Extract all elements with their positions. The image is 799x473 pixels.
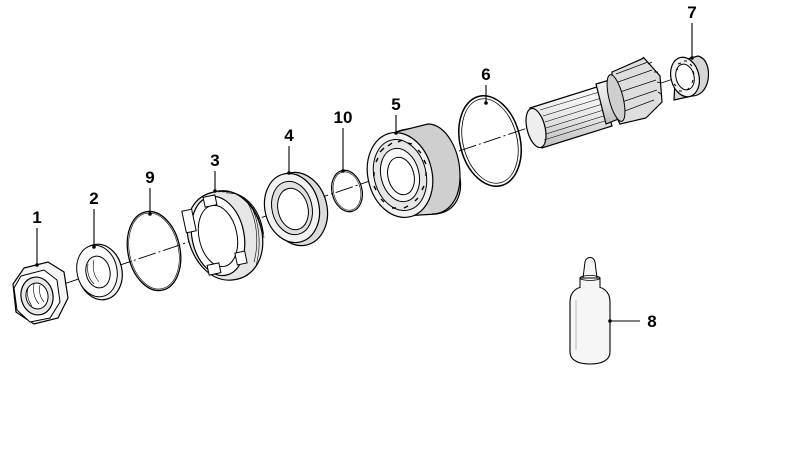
part-3-slotted-ring[interactable] xyxy=(181,190,265,281)
callout-3: 3 xyxy=(210,151,219,170)
part-5-double-row-bearing[interactable] xyxy=(359,123,462,224)
part-8-bottle[interactable] xyxy=(569,257,611,365)
callout-6: 6 xyxy=(481,65,490,84)
callout-1: 1 xyxy=(32,208,41,227)
callout-8: 8 xyxy=(647,312,656,331)
part-2-lock-washer[interactable] xyxy=(72,240,127,304)
part-7-needle-bearing[interactable] xyxy=(667,54,710,101)
callout-2: 2 xyxy=(89,189,98,208)
assembly-axis xyxy=(39,73,689,293)
pinion-shaft[interactable] xyxy=(522,56,663,150)
part-4-shaft-seal[interactable] xyxy=(257,166,335,252)
part-10-small-o-ring[interactable] xyxy=(327,167,366,215)
callout-10: 10 xyxy=(334,108,353,127)
leader-lines xyxy=(35,23,694,323)
part-6-snap-ring[interactable] xyxy=(450,89,530,193)
part-9-o-ring[interactable] xyxy=(120,206,187,295)
callout-7: 7 xyxy=(687,3,696,22)
callout-5: 5 xyxy=(391,95,400,114)
part-1-hex-nut[interactable] xyxy=(12,261,69,325)
callout-4: 4 xyxy=(284,126,294,145)
callout-9: 9 xyxy=(145,168,154,187)
callout-labels: 1 2 9 3 4 10 5 6 7 8 xyxy=(32,3,696,331)
